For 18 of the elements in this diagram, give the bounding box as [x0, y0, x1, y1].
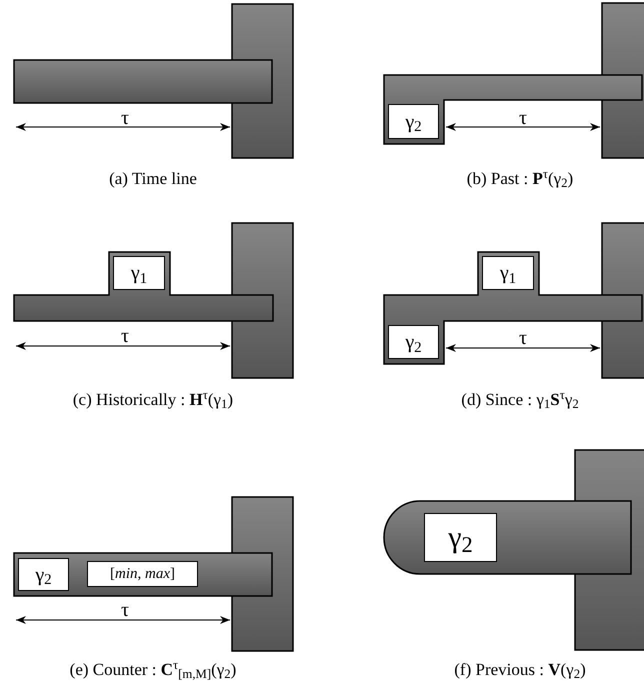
- formula-box: γ$_{2}$: [388, 325, 439, 359]
- formula-box: γ$_{1}$: [113, 256, 165, 290]
- formula-box: γ$_{2}$: [424, 513, 497, 562]
- subfigure-caption: (a) Time line: [109, 170, 197, 187]
- dimension-label: τ: [120, 600, 130, 620]
- subfigure-caption: (c) Historically : H$^{τ}$(γ$_{1}$): [72, 391, 234, 408]
- formula-box: γ$_{2}$: [388, 104, 439, 139]
- dimension-label: τ: [518, 328, 528, 348]
- dimension-label: τ: [120, 108, 130, 128]
- formula-box: γ$_{2}$: [18, 558, 69, 591]
- subfigure-caption: (b) Past : P$^{τ}$(γ$_{2}$): [466, 170, 574, 187]
- formula-box: [min, max]: [87, 561, 198, 587]
- subfigure-caption: (f) Previous : V(γ$_{2}$): [454, 661, 586, 678]
- subfigure-caption: (d) Since : γ$_{1}$S$^{τ}$γ$_{2}$: [461, 391, 579, 408]
- formula-box: γ$_{1}$: [482, 256, 534, 290]
- dimension-label: τ: [518, 108, 528, 128]
- subfigure-caption: (e) Counter : C$^{τ}$$_{[m,M]}$(γ$_{2}$): [70, 661, 236, 678]
- dimension-label: τ: [120, 326, 130, 346]
